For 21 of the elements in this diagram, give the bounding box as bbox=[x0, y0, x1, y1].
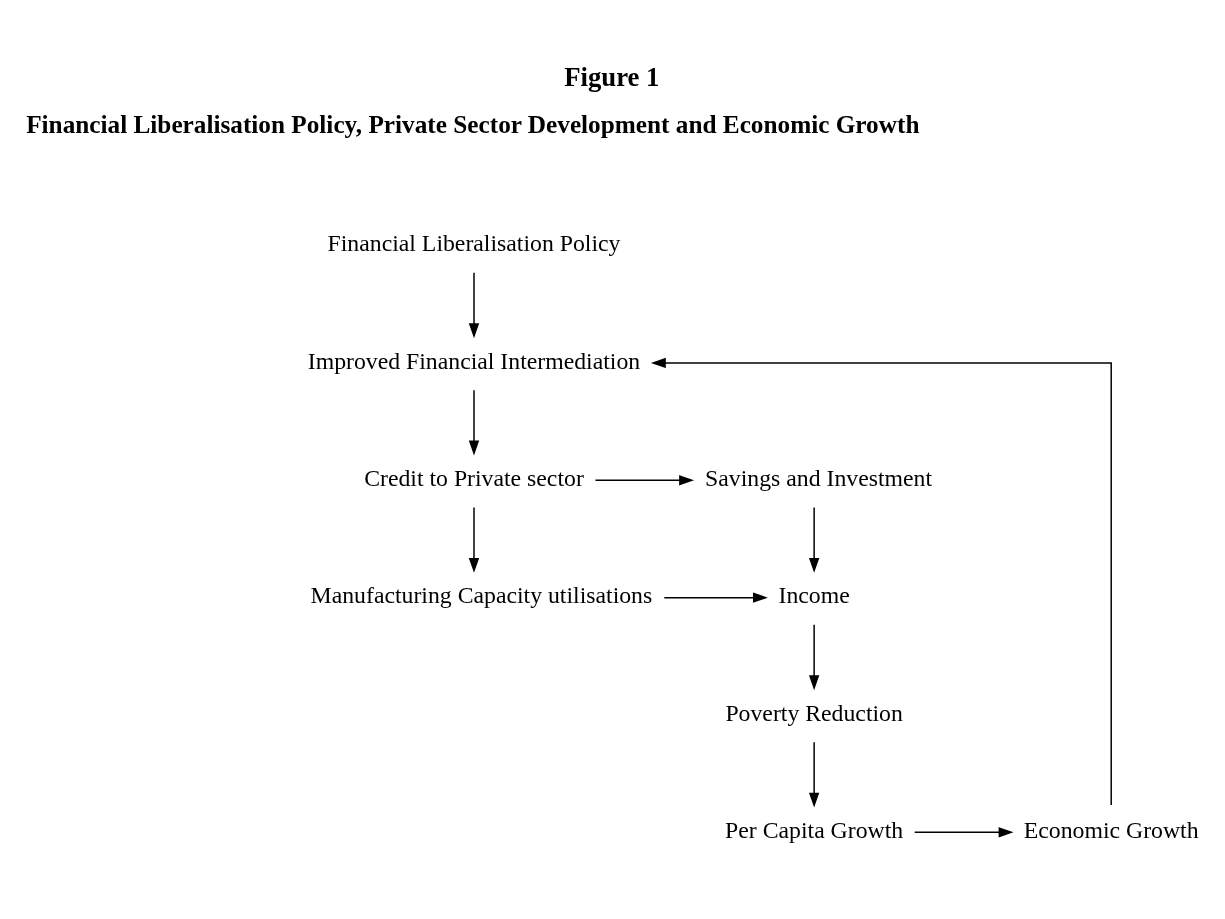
arrow bbox=[650, 357, 1112, 806]
node-text: Credit to Private sector bbox=[364, 464, 584, 491]
node-text: Improved Financial Intermediation bbox=[307, 347, 641, 374]
node-text: Income bbox=[778, 582, 850, 609]
arrow bbox=[808, 506, 820, 573]
arrow bbox=[808, 741, 820, 808]
arrow bbox=[468, 506, 480, 573]
node-text: Economic Growth bbox=[1023, 816, 1199, 843]
node-text: Manufacturing Capacity utilisations bbox=[310, 582, 653, 609]
arrow bbox=[468, 272, 480, 339]
arrow bbox=[663, 592, 768, 603]
label: Financial Liberalisation Policy, Private Sector Development and Economic Growth bbox=[26, 109, 920, 138]
arrow bbox=[594, 475, 695, 486]
arrow bbox=[808, 624, 820, 691]
diagram-title: Figure 1 bbox=[564, 61, 660, 92]
arrow bbox=[913, 827, 1014, 838]
node-text: Per Capita Growth bbox=[725, 816, 904, 843]
node-text: Savings and Investment bbox=[705, 464, 933, 491]
arrow bbox=[468, 389, 480, 456]
node-text: Financial Liberalisation Policy bbox=[327, 230, 621, 257]
node-text: Poverty Reduction bbox=[725, 699, 903, 726]
